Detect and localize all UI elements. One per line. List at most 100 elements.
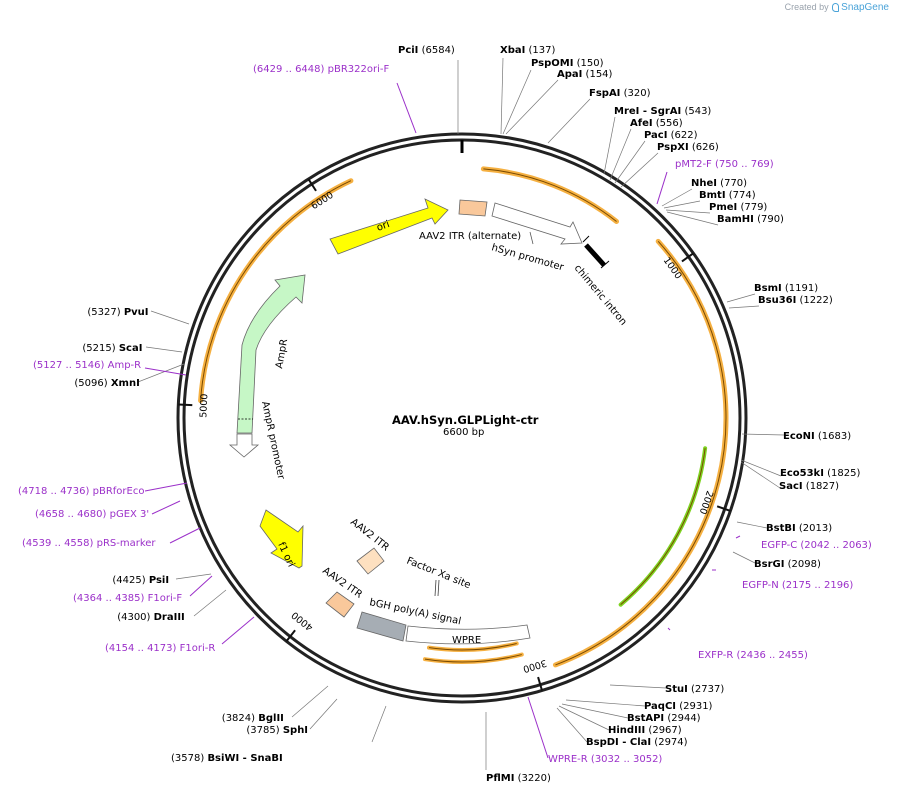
lead-StuI (609, 684, 667, 689)
feature-arcs (198, 166, 729, 668)
site-bamhi: BamHI (790) (717, 214, 784, 225)
tick-label-5000: 5000 (198, 393, 210, 418)
lead-PaqCI (565, 699, 646, 707)
lead-BsmI (726, 293, 756, 303)
plasmid-size: 6600 bp (443, 427, 485, 438)
primer-lead-7 (189, 575, 213, 597)
tick-1000 (681, 252, 694, 263)
snapgene-credit: Created by SnapGene (785, 2, 889, 13)
site-paqci: PaqCI (2931) (644, 701, 713, 712)
primer-lead-10 (144, 482, 188, 492)
site-bstbi: BstBI (2013) (766, 523, 832, 534)
site-mrei: MreI - SgrAI (543) (614, 106, 711, 117)
tick-6000 (307, 178, 317, 192)
primer-wpre-r: WPRE-R (3032 .. 3052) (548, 754, 662, 765)
primer-pmt2-f: pMT2-F (750 .. 769) (675, 159, 774, 170)
ring-ticks (178, 140, 731, 691)
tick-2000 (716, 505, 731, 512)
ori-arrow (329, 198, 449, 255)
lead-ApaI (505, 79, 559, 135)
site-pspomi: PspOMI (150) (531, 58, 604, 69)
chimeric-intron-bar (584, 243, 606, 267)
site-bsmi: BsmI (1191) (754, 283, 818, 294)
tick-label-3000: 3000 (522, 657, 548, 674)
lead-XmnI (137, 363, 185, 383)
primer-exfp-r: EXFP-R (2436 .. 2455) (698, 650, 808, 661)
primer-pbrforeco: (4718 .. 4736) pBRforEco (18, 486, 144, 497)
lead-BglII (291, 685, 329, 718)
site-pmei: PmeI (779) (709, 202, 767, 213)
lead-BsiWI (371, 705, 387, 743)
lead-ScaI (145, 346, 183, 353)
lead-Bsu36I (728, 305, 760, 309)
site-scai: (5215) ScaI (82, 343, 142, 354)
site-pcii: PciI (6584) (398, 45, 455, 56)
snapgene-logo-icon (832, 3, 840, 12)
site-bsu36i: Bsu36I (1222) (758, 295, 833, 306)
site-stui: StuI (2737) (665, 684, 724, 695)
site-eco53ki: Eco53kI (1825) (780, 468, 860, 479)
lead-PsiI (175, 573, 212, 580)
bgh-box (356, 611, 407, 642)
primer-lead-11 (144, 367, 187, 376)
lead-PacI (614, 140, 646, 184)
primer-lead-0 (396, 82, 417, 134)
site-pvui: (5327) PvuI (87, 307, 148, 318)
lead-PvuI (150, 310, 190, 325)
tick-label-2000: 2000 (697, 489, 715, 515)
site-sphi: (3785) SphI (246, 725, 308, 736)
itr1-label: AAV2 ITR (348, 517, 391, 554)
lead-AfeI (609, 128, 632, 181)
snapgene-brand: SnapGene (841, 2, 889, 13)
site-bglii: (3824) BglII (222, 713, 284, 724)
hsyn-arrow (491, 202, 583, 245)
site-econi: EcoNI (1683) (783, 431, 851, 442)
primer-lead-8 (169, 527, 201, 544)
primer-prs-marker: (4539 .. 4558) pRS-marker (22, 538, 156, 549)
itr-alt-label: AAV2 ITR (alternate) (419, 231, 521, 242)
primer-lead-1 (656, 171, 668, 205)
lead-PspXI (620, 152, 659, 188)
primer-lead-2 (735, 535, 741, 539)
lead-PspOMI (502, 69, 532, 135)
primer-f1ori-f: (4364 .. 4385) F1ori-F (73, 593, 182, 604)
ori-label: ori (375, 219, 391, 234)
lead-SacI (740, 461, 781, 489)
tick-label-6000: 6000 (309, 190, 335, 212)
lead-lines (137, 57, 785, 770)
ampr-promoter-label: AmpR promoter (259, 400, 286, 481)
lead-BamHI (666, 211, 719, 226)
lead-FspAI (547, 98, 591, 144)
hsyn-label: hSyn promoter (490, 242, 566, 273)
itr1-box (356, 547, 385, 575)
chimeric-label: chimeric intron (572, 263, 629, 328)
green-arc-egfp-core (620, 448, 706, 606)
lead-SphI (309, 698, 338, 730)
lead-DraIII (193, 589, 227, 617)
site-bstapi: BstAPI (2944) (627, 713, 701, 724)
lead-BmtI (663, 200, 701, 209)
orange-arc-bottom-1-core (428, 642, 517, 651)
site-hindiii: HindIII (2967) (608, 725, 682, 736)
site-draiii: (4300) DraIII (117, 612, 185, 623)
site-xmni: (5096) XmnI (74, 378, 139, 389)
site-fspai: FspAI (320) (589, 88, 651, 99)
tick-5000 (178, 403, 193, 407)
lead-BsrGI (732, 551, 756, 564)
lead-BspDI (556, 707, 588, 743)
primer-pgex-3-: (4658 .. 4680) pGEX 3' (35, 509, 149, 520)
lead-MreI (603, 116, 616, 175)
primer-lead-5 (527, 696, 549, 759)
tick-4000 (285, 629, 296, 642)
site-paci: PacI (622) (644, 130, 698, 141)
ampr-promoter-arrow (228, 433, 260, 458)
ampr-label: AmpR (274, 338, 290, 369)
lead-PmeI (665, 209, 711, 214)
lead-Eco53kI (740, 459, 782, 477)
lead-EcoNI (741, 433, 785, 436)
wpre-label: WPRE (452, 635, 481, 646)
site-afei: AfeI (556) (630, 118, 683, 129)
created-by-text: Created by (784, 2, 829, 12)
lead-BstBI (736, 521, 768, 529)
f1ori-arrow (259, 509, 304, 569)
